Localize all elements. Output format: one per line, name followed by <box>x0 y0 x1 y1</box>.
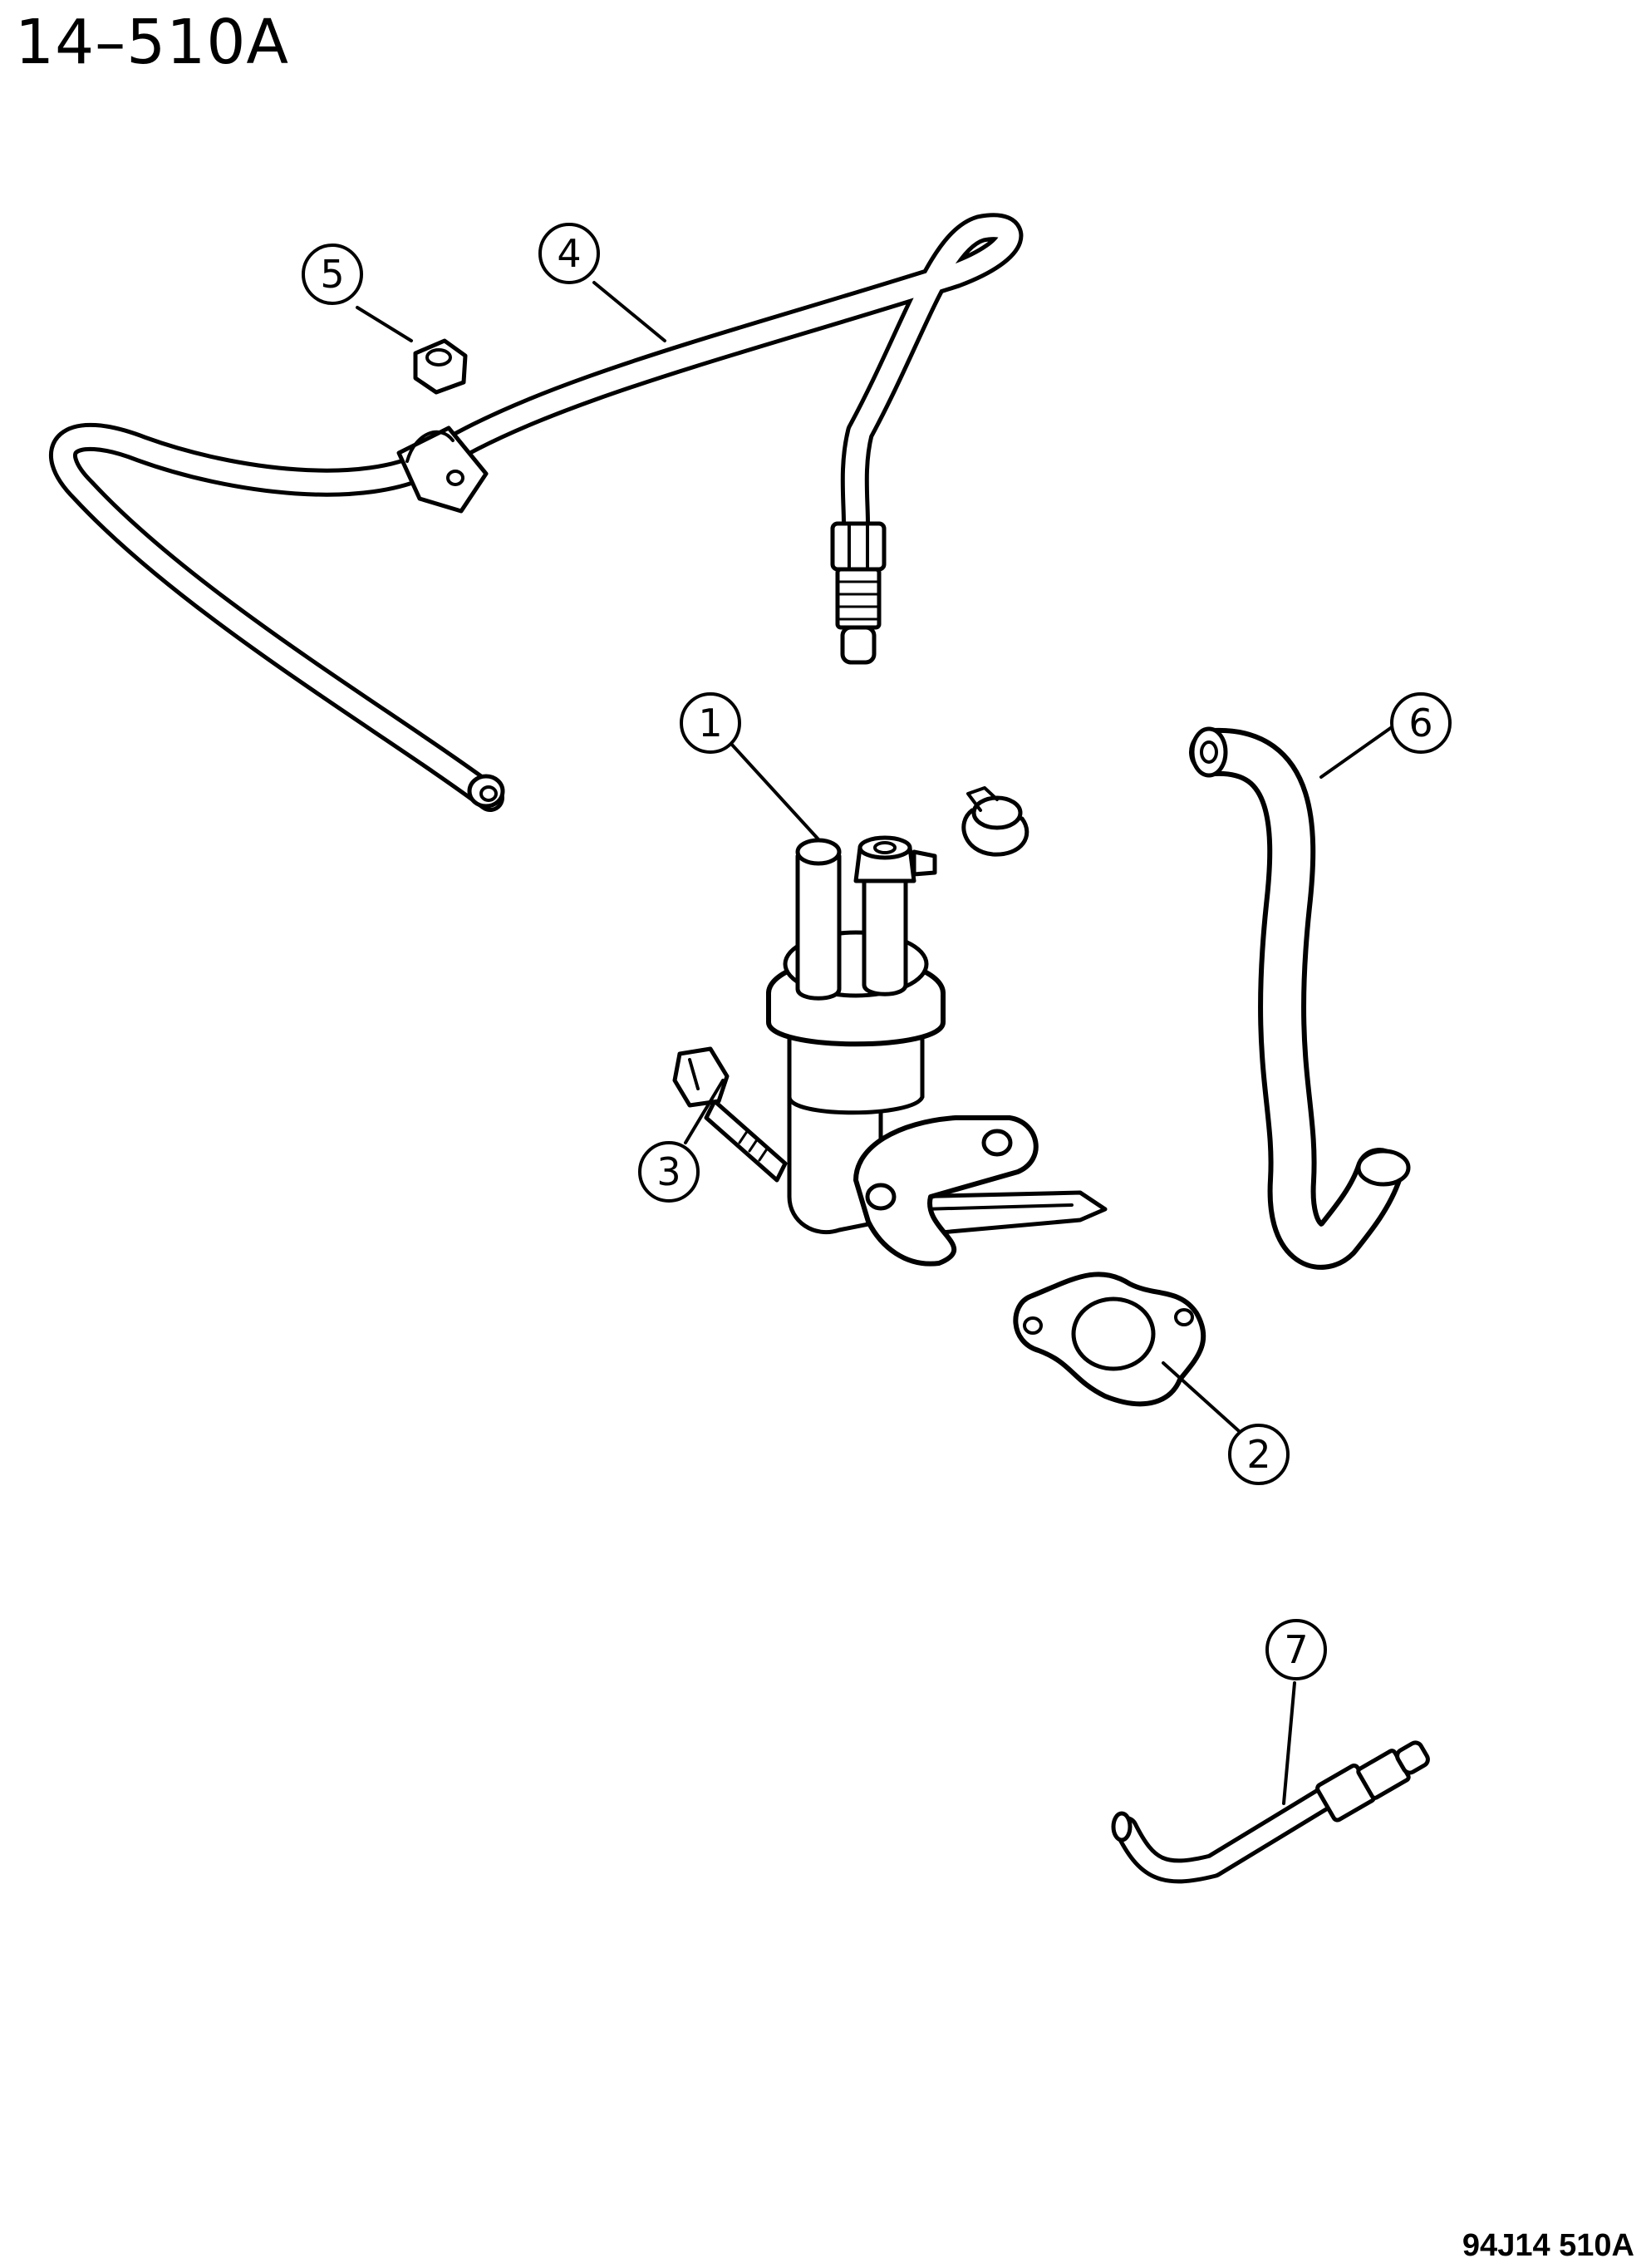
callout-6-label: 6 <box>1408 701 1432 745</box>
callout-2-label: 2 <box>1246 1432 1270 1477</box>
callout-5-label: 5 <box>320 252 344 297</box>
callout-3-label: 3 <box>656 1149 681 1194</box>
fuel-pump-part <box>766 835 1108 1267</box>
callout-6: 6 <box>1390 692 1452 754</box>
callout-7-label: 7 <box>1284 1627 1308 1672</box>
callout-4: 4 <box>538 223 600 284</box>
nut-part <box>413 338 468 395</box>
callout-5: 5 <box>302 244 363 305</box>
callout-7: 7 <box>1265 1619 1327 1680</box>
page-code: 14–510A <box>15 7 290 78</box>
hose-clamp-part <box>961 786 1029 857</box>
fuel-line-part <box>49 213 1024 812</box>
callout-4-label: 4 <box>557 231 581 276</box>
tube-part <box>1111 1740 1430 1884</box>
bolt-part <box>672 1046 788 1183</box>
figure-code: 94J14 510A <box>1462 2228 1634 2263</box>
callout-1-label: 1 <box>698 701 722 745</box>
callout-2: 2 <box>1228 1424 1290 1485</box>
hose-part <box>1189 726 1411 1270</box>
callout-3: 3 <box>638 1141 700 1203</box>
callout-1: 1 <box>680 692 741 754</box>
gasket-part <box>1013 1272 1206 1407</box>
leader-lines <box>356 281 1393 1805</box>
